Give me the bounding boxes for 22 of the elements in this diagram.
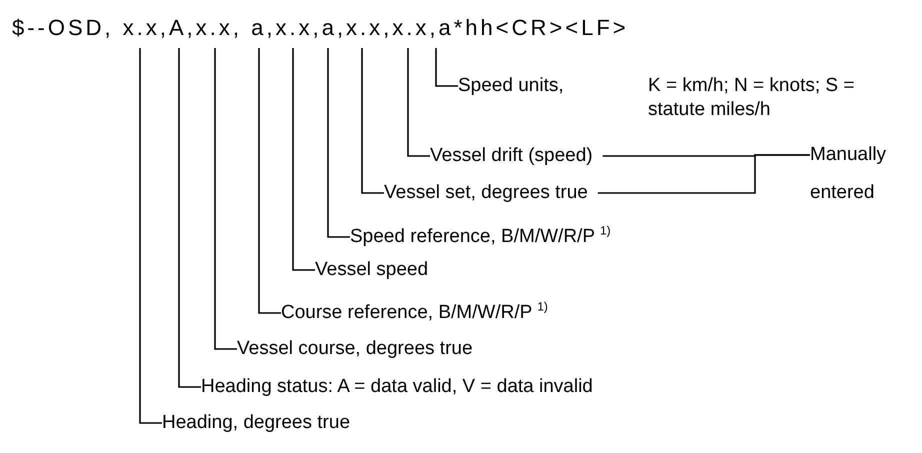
field-description: Speed units,	[458, 74, 565, 98]
leader-line	[214, 48, 237, 350]
leader-line	[139, 48, 162, 424]
sentence-format-text: $--OSD, x.x,A,x.x, a,x.x,a,x.x,x.x,a*hh<CR><LF>	[12, 8, 629, 48]
unit-codes-text: K = km/h; N = knots; S = statute miles/h	[648, 74, 856, 122]
bracket-line	[598, 154, 810, 194]
leader-line	[361, 48, 384, 194]
field-description: Heading, degrees true	[162, 411, 350, 435]
leader-line	[258, 48, 281, 314]
field-description: Speed reference, B/M/W/R/P $^{1)}$	[350, 225, 611, 249]
field-description: Vessel set, degrees true	[384, 181, 594, 205]
leader-line	[407, 48, 430, 157]
field-description: Vessel drift (speed)	[430, 144, 599, 168]
field-description: Heading status: A = data valid, V = data invalid	[201, 375, 593, 399]
leader-line	[327, 48, 350, 238]
field-description: Course reference, B/M/W/R/P $^{1)}$	[281, 301, 548, 325]
leader-line	[292, 48, 315, 271]
note-text: Manually entered	[810, 136, 895, 212]
field-description: Vessel speed	[315, 258, 428, 282]
leader-line	[178, 48, 201, 388]
field-description: Vessel course, degrees true	[237, 337, 473, 361]
leader-line	[435, 48, 458, 87]
